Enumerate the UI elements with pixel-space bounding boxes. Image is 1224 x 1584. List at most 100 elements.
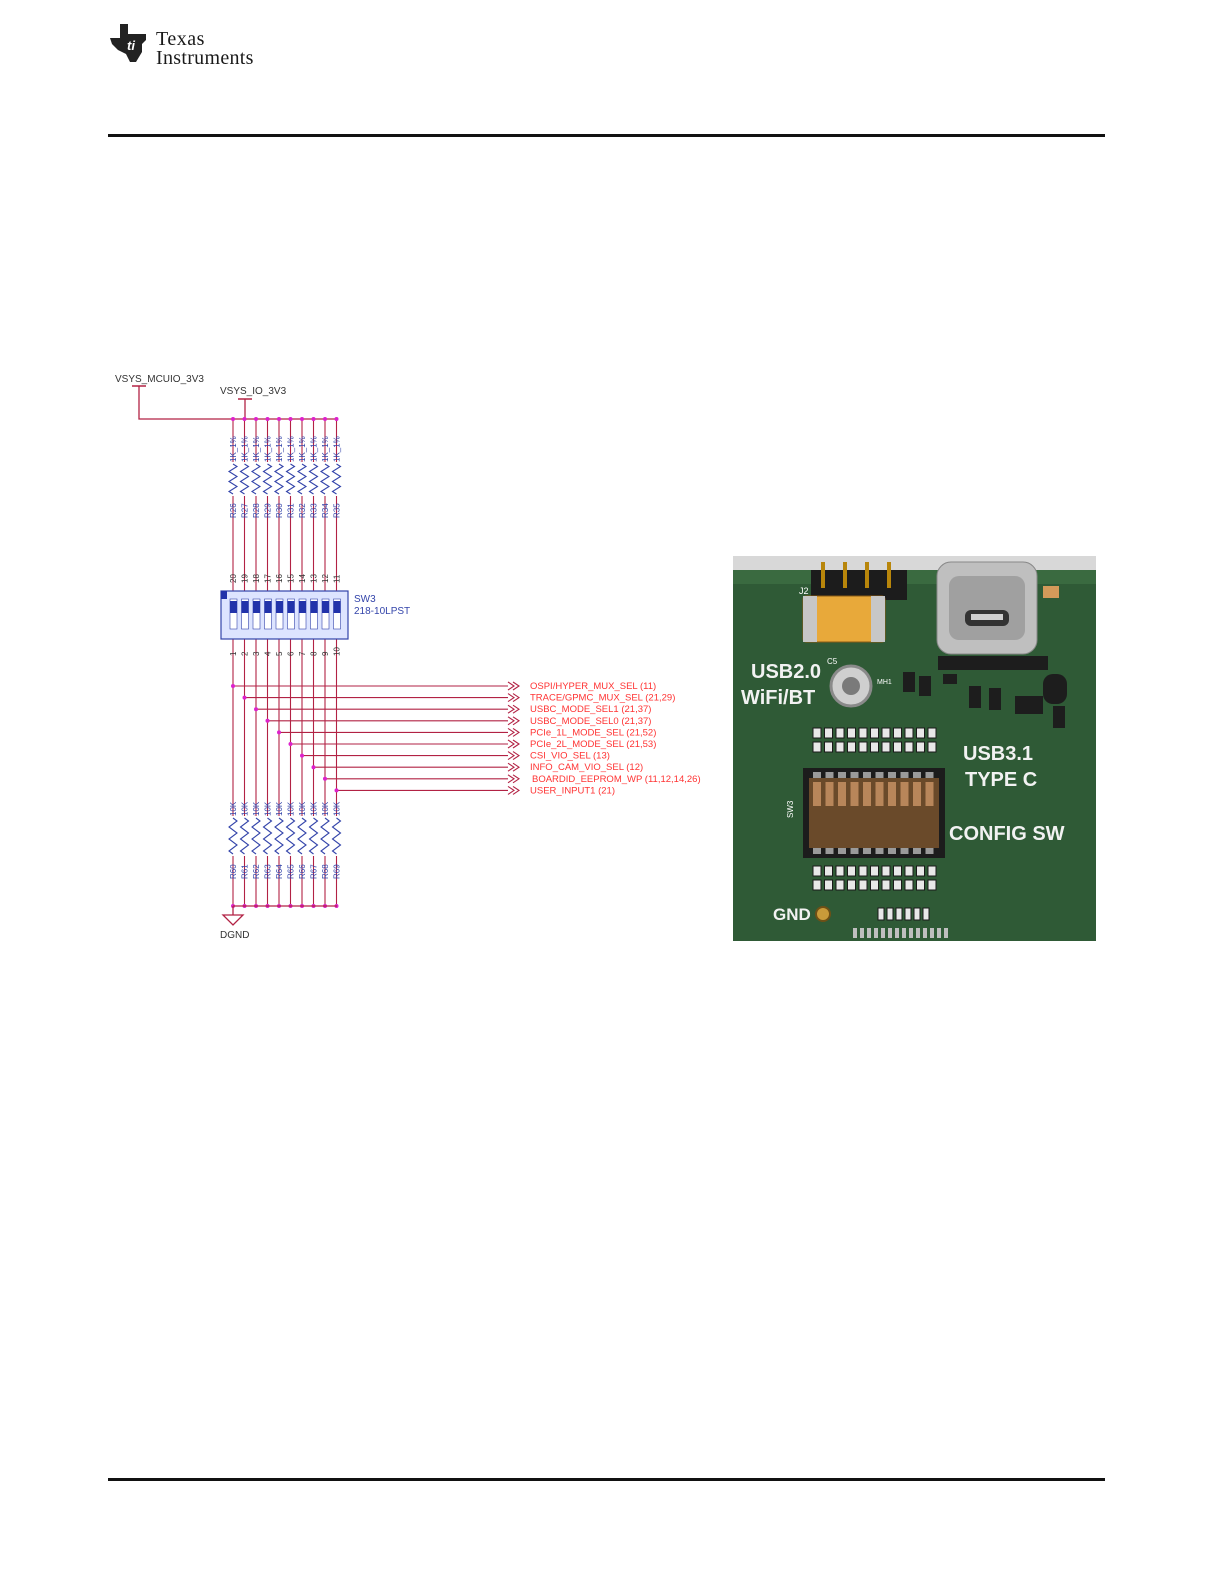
smd-resistor — [927, 727, 937, 739]
pullup-ref-label: R31 — [287, 503, 296, 518]
switch-knob — [253, 601, 260, 613]
j2-label: J2 — [799, 586, 809, 596]
pullup-resistor — [227, 463, 239, 495]
smd-resistor — [904, 727, 914, 739]
pulldown-resistor — [331, 817, 342, 855]
pulldown-resistor — [262, 817, 273, 855]
pullup-resistor — [308, 463, 319, 495]
smd-resistor — [858, 865, 868, 877]
junction-dot — [300, 417, 304, 421]
switch-pin-number: 8 — [310, 651, 319, 656]
pullup-value-label: 1K_1% — [287, 436, 296, 462]
dip-switch-pin — [925, 772, 934, 778]
switch-pin-number: 10 — [333, 647, 342, 656]
switch-slide — [264, 598, 272, 630]
ic-pin — [881, 928, 885, 938]
pullup-resistor — [273, 463, 285, 495]
dip-switch-pin — [813, 848, 821, 854]
dip-switch-lever — [813, 782, 821, 806]
ic-pin — [909, 928, 913, 938]
dip-switch-schematic: VSYS_MCUIO_3V3 VSYS_IO_3V3 1K_1%R2610KR6… — [115, 374, 701, 941]
dip-switch-pin — [900, 848, 909, 854]
switch-slide — [229, 598, 238, 630]
smd-resistor — [812, 865, 822, 877]
dip-switch-lever — [825, 782, 834, 806]
dip-switch-pin — [875, 848, 884, 854]
pulldown-ref-label: R69 — [333, 864, 342, 879]
dip-switch-pin — [850, 848, 859, 854]
dip-switch-pin — [925, 848, 934, 854]
pulldown-value-label: 10K — [287, 801, 296, 816]
dip-switch-pin — [913, 848, 921, 854]
smd-resistor — [847, 741, 856, 753]
junction-dot — [231, 417, 235, 421]
smd-resistor — [893, 741, 902, 753]
dip-switch-pin — [875, 772, 884, 778]
svg-text:ti: ti — [127, 38, 135, 53]
offpage-connector — [507, 762, 520, 772]
power-wires — [132, 385, 337, 420]
signal-label: PCIe_2L_MODE_SEL (21,53) — [530, 739, 656, 750]
switch-pin-number: 5 — [275, 651, 284, 656]
smd-component — [895, 907, 903, 921]
pulldown-resistor — [297, 817, 307, 855]
dip-switch-pin — [825, 848, 834, 854]
ic-pin — [944, 928, 948, 938]
pulldown-ref-label: R64 — [275, 864, 284, 879]
switch-pin-number: 11 — [333, 574, 342, 583]
switch-pin-number: 4 — [264, 651, 273, 656]
smd-resistor — [916, 879, 925, 891]
pullup-resistor — [262, 463, 273, 495]
signal-label: USBC_MODE_SEL0 (21,37) — [530, 716, 651, 727]
smd-resistor — [824, 741, 833, 753]
switch-pin-number: 12 — [321, 574, 330, 583]
pulldown-resistor — [308, 817, 319, 855]
signal-label: OSPI/HYPER_MUX_SEL (11) — [530, 681, 656, 692]
mh1-label: MH1 — [877, 679, 892, 686]
dip-switch-pin — [813, 772, 821, 778]
pullup-resistor — [296, 463, 308, 495]
switch-slide — [275, 598, 284, 630]
smd-resistor — [893, 879, 902, 891]
switch-knob — [264, 601, 272, 613]
dip-switch-lever — [838, 782, 846, 806]
smd-resistor — [904, 865, 914, 877]
ic-pin — [916, 928, 920, 938]
pulldown-resistor — [285, 817, 296, 855]
offpage-connector — [507, 739, 520, 749]
offpage-connector — [507, 785, 520, 795]
pullup-ref-label: R32 — [298, 503, 307, 518]
pullup-value-label: 1K_1% — [264, 436, 273, 462]
pullup-resistor — [285, 463, 296, 495]
smd-resistor — [916, 727, 925, 739]
pullup-ref-label: R28 — [252, 503, 261, 518]
switch-slide — [241, 598, 249, 630]
pulldown-ref-label: R62 — [252, 864, 261, 879]
power-net-mcu-label: VSYS_MCUIO_3V3 — [115, 374, 204, 385]
dip-switch-pin — [850, 772, 859, 778]
signal-label: USBC_MODE_SEL1 (21,37) — [530, 704, 651, 715]
pulldown-value-label: 10K — [298, 801, 307, 816]
usb2-label: USB2.0 — [751, 661, 821, 683]
switch-knob — [322, 601, 329, 613]
wifi-label: WiFi/BT — [741, 687, 815, 709]
dip-switch-pin — [863, 772, 871, 778]
pullup-resistor — [239, 463, 250, 495]
dip-switch-pin — [825, 772, 834, 778]
logo-line1: Texas — [156, 28, 205, 50]
signal-label: USER_INPUT1 (21) — [530, 785, 615, 796]
offpage-connector — [507, 693, 520, 703]
smd-resistor — [904, 741, 914, 753]
junction-dot — [334, 417, 339, 421]
switch-knob — [230, 601, 237, 613]
switch-pin-number: 19 — [241, 574, 250, 583]
pullup-resistor — [250, 463, 262, 495]
pulldown-value-label: 10K — [321, 801, 330, 816]
dip-switch-lever — [913, 782, 921, 806]
pulldown-value-label: 10K — [275, 801, 284, 816]
smd-resistor — [881, 741, 891, 753]
smd-resistor — [916, 741, 925, 753]
pulldown-value-label: 10K — [252, 801, 261, 816]
junction-dot — [311, 417, 316, 421]
signal-label: PCIe_1L_MODE_SEL (21,52) — [530, 727, 656, 738]
